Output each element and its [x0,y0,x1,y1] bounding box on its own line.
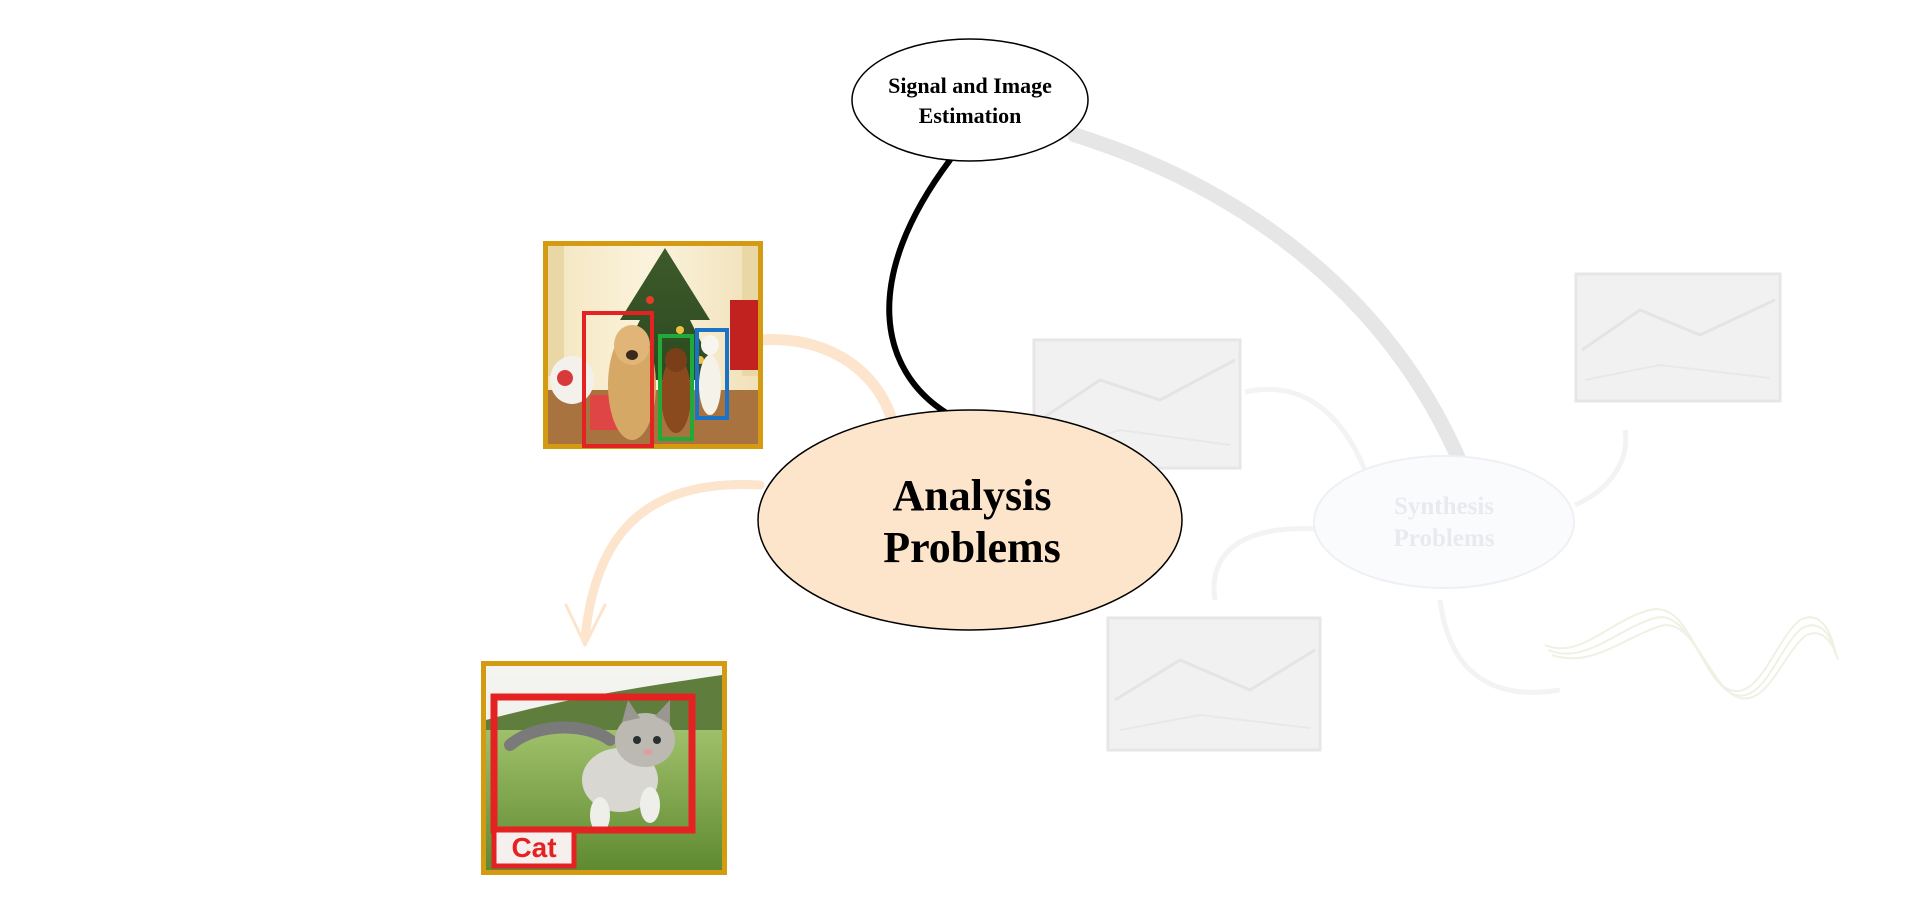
detection-image-cat[interactable]: Cat [481,661,727,875]
faded-waveform [1544,608,1839,700]
peach-arrowhead [564,603,607,647]
faded-connector-1 [1244,386,1368,471]
analysis-label-line1: Analysis [893,471,1052,520]
faded-connector-2 [1211,526,1331,601]
analysis-problems-node[interactable] [757,409,1183,631]
synthesis-label-line2: Problems [1394,525,1495,552]
dog-detection-box [582,311,654,448]
peach-connector-top [754,333,898,426]
dog2-detection-box [658,334,694,441]
faded-image-2 [1106,616,1322,752]
estimation-label-line2: Estimation [919,103,1022,128]
analysis-label-line2: Problems [883,523,1061,572]
estimation-label-line1: Signal and Image [888,73,1052,98]
faded-arc-to-synthesis [1067,127,1468,470]
cat-detection-box-small [695,328,729,420]
faded-image-3 [1574,272,1782,403]
detection-image-pets[interactable] [543,241,763,449]
faded-connector-4 [1437,599,1561,695]
faded-connector-3 [1574,429,1629,508]
synthesis-problems-node[interactable] [1313,455,1575,589]
cat-detection-box [490,693,696,834]
cat-label-text: Cat [511,832,556,863]
signal-image-estimation-node[interactable] [851,38,1089,162]
synthesis-label-line1: Synthesis [1394,493,1494,520]
peach-arrow-to-cat [580,479,765,643]
faded-synthesis-group: Synthesis Problems [1032,127,1839,752]
connector-estimation-to-analysis [886,157,953,415]
cat-label-tag [491,827,577,869]
